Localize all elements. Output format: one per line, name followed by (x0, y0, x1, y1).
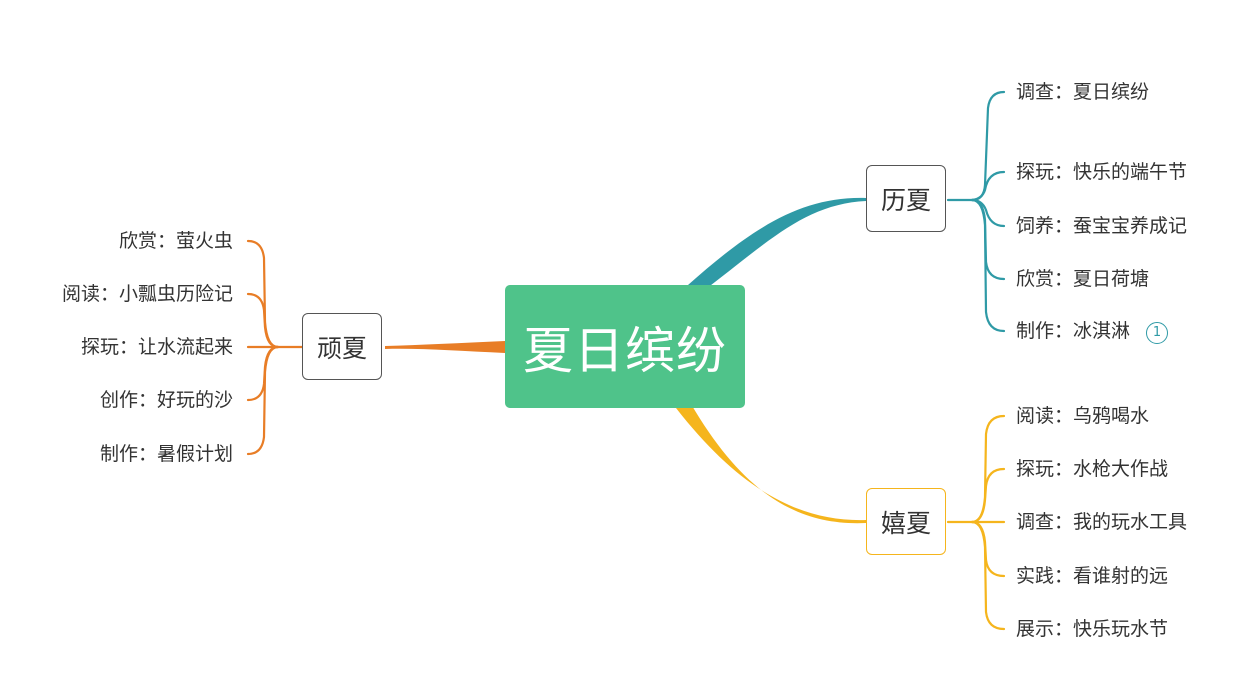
branch-wanxia[interactable]: 顽夏 (302, 313, 382, 380)
leaf-lixia-2[interactable]: 探玩：快乐的端午节 (1016, 161, 1188, 183)
leaf-wanxia-1[interactable]: 欣赏：萤火虫 (118, 230, 233, 252)
connector-central-wanxia (385, 341, 505, 353)
leaf-lixia-1[interactable]: 调查：夏日缤纷 (1016, 81, 1150, 103)
connector-wanxia-leaf-1 (246, 239, 304, 349)
connector-lixia-leaf-2 (970, 170, 1006, 202)
leaf-wanxia-2[interactable]: 阅读：小瓢虫历险记 (61, 283, 233, 305)
leaf-wanxia-5[interactable]: 制作：暑假计划 (99, 443, 233, 465)
branch-lixia[interactable]: 历夏 (866, 165, 946, 232)
leaf-wanxia-3[interactable]: 探玩：让水流起来 (80, 336, 233, 358)
leaf-xixia-3[interactable]: 调查：我的玩水工具 (1016, 511, 1188, 533)
connector-wanxia-leaf-2 (246, 292, 280, 349)
leaf-xixia-2[interactable]: 探玩：水枪大作战 (1016, 458, 1169, 480)
leaf-lixia-5-row[interactable]: 制作：冰淇淋 1 (1016, 319, 1169, 344)
attachment-count-badge[interactable]: 1 (1146, 322, 1169, 344)
leaf-xixia-5[interactable]: 展示：快乐玩水节 (1016, 618, 1169, 640)
connector-lixia-leaf-3 (970, 198, 1006, 228)
connector-wanxia-leaf-4 (246, 345, 280, 402)
central-topic[interactable]: 夏日缤纷 (505, 285, 745, 408)
connector-lixia-leaf-4 (970, 198, 1006, 281)
connector-central-lixia (688, 197, 866, 289)
leaf-xixia-4[interactable]: 实践：看谁射的远 (1016, 565, 1169, 587)
connector-lixia-leaf-1 (946, 90, 1006, 202)
connector-central-xixia (676, 404, 866, 524)
leaf-lixia-4[interactable]: 欣赏：夏日荷塘 (1016, 268, 1150, 290)
connector-wanxia-leaf-5 (246, 345, 280, 456)
leaf-lixia-5[interactable]: 制作：冰淇淋 (1016, 320, 1131, 342)
leaf-wanxia-4[interactable]: 创作：好玩的沙 (99, 389, 233, 411)
connector-xixia-leaf-5 (970, 520, 1006, 631)
connector-xixia-leaf-1 (946, 414, 1006, 524)
leaf-lixia-3[interactable]: 饲养：蚕宝宝养成记 (1016, 215, 1188, 237)
connector-xixia-leaf-2 (970, 467, 1006, 524)
branch-xixia[interactable]: 嬉夏 (866, 488, 946, 555)
connector-xixia-leaf-4 (970, 520, 1006, 578)
leaf-xixia-1[interactable]: 阅读：乌鸦喝水 (1016, 405, 1150, 427)
connector-lixia-leaf-5 (970, 198, 1006, 333)
